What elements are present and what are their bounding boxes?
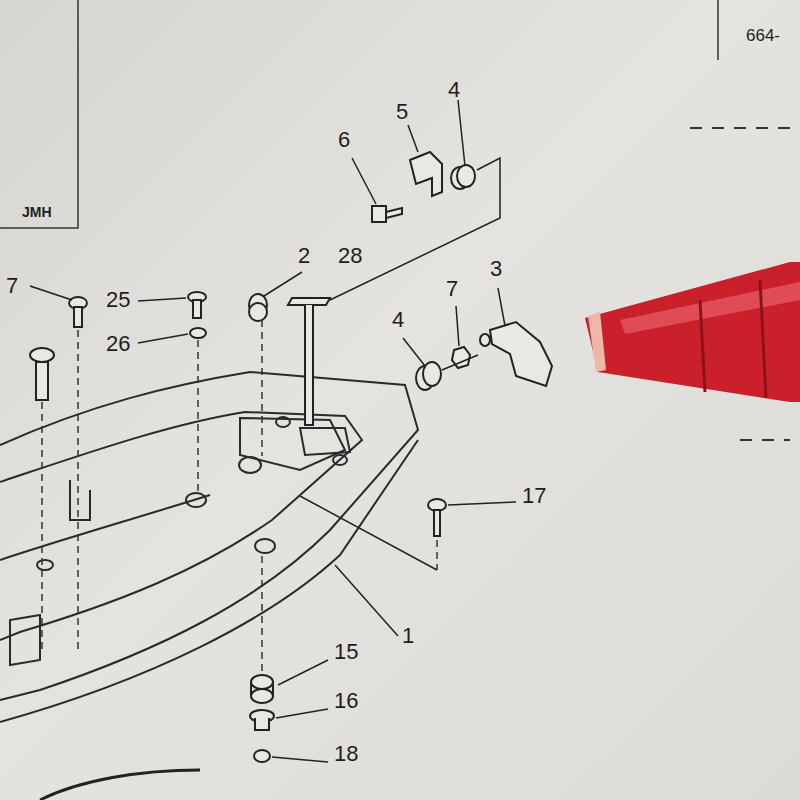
leader-line bbox=[352, 158, 376, 204]
callout-number: 7 bbox=[444, 277, 460, 301]
callout-number: 7 bbox=[4, 274, 20, 298]
red-pen bbox=[760, 280, 766, 398]
callout-number: 3 bbox=[488, 257, 504, 281]
part-drawings bbox=[74, 307, 82, 327]
callout-number: 6 bbox=[336, 128, 352, 152]
callout-number: 26 bbox=[104, 332, 132, 356]
leader-line bbox=[278, 660, 328, 685]
red-pen bbox=[700, 300, 705, 392]
callout-number: 18 bbox=[332, 742, 360, 766]
page-frame bbox=[0, 0, 78, 228]
bottom-cowling bbox=[0, 440, 418, 722]
leader-line bbox=[264, 272, 302, 296]
dashed-guide bbox=[261, 320, 263, 456]
callout-number: 15 bbox=[332, 640, 360, 664]
callout-number: 28 bbox=[336, 244, 364, 268]
leader-line bbox=[456, 306, 459, 346]
bottom-cowling bbox=[255, 539, 275, 553]
part-drawings bbox=[372, 206, 386, 222]
leader-line bbox=[138, 298, 186, 301]
leader-line bbox=[442, 355, 478, 370]
callout-number: 16 bbox=[332, 689, 360, 713]
callout-number: 5 bbox=[394, 100, 410, 124]
red-pen bbox=[620, 282, 800, 334]
bottom-cowling bbox=[37, 560, 53, 570]
leader-line bbox=[276, 709, 328, 718]
part-drawings bbox=[36, 362, 48, 400]
bottom-cowling bbox=[10, 615, 40, 665]
bottom-cowling bbox=[240, 418, 345, 470]
callout-number: 4 bbox=[390, 308, 406, 332]
dashed-guide bbox=[436, 540, 438, 570]
part-drawings bbox=[30, 152, 552, 762]
part-drawings bbox=[30, 348, 54, 362]
page-frame bbox=[0, 0, 718, 228]
part-drawings bbox=[251, 689, 273, 703]
cable bbox=[40, 770, 200, 800]
part-drawings bbox=[434, 510, 440, 536]
bottom-cowling bbox=[300, 428, 350, 455]
bottom-cowling bbox=[333, 455, 347, 465]
part-drawings bbox=[480, 334, 490, 346]
page-number: 664- bbox=[744, 26, 782, 45]
cable bbox=[40, 770, 200, 800]
part-drawings bbox=[193, 300, 201, 318]
leader-line bbox=[335, 565, 398, 636]
leader-line bbox=[448, 502, 516, 505]
callout-number: 17 bbox=[520, 484, 548, 508]
part-drawings bbox=[254, 750, 270, 762]
callout-number: 25 bbox=[104, 288, 132, 312]
part-drawings bbox=[251, 675, 273, 689]
bottom-cowling bbox=[0, 412, 362, 640]
bottom-cowling bbox=[186, 493, 206, 507]
leader-line bbox=[300, 496, 437, 570]
red-pen bbox=[585, 262, 800, 402]
bottom-cowling bbox=[70, 480, 90, 520]
leader-line bbox=[30, 286, 72, 300]
part-drawings bbox=[490, 322, 552, 386]
bottom-cowling bbox=[239, 457, 261, 473]
part-drawings bbox=[410, 152, 442, 196]
leader-line bbox=[30, 100, 516, 762]
part-drawings bbox=[255, 718, 269, 730]
dashed-guide bbox=[261, 556, 263, 672]
part-drawings bbox=[305, 305, 313, 425]
bottom-cowling bbox=[0, 495, 210, 560]
dashed-guide bbox=[740, 439, 790, 441]
callout-number: 2 bbox=[296, 244, 312, 268]
model-code: JMH bbox=[20, 204, 54, 220]
page-frame bbox=[717, 0, 719, 60]
bottom-cowling bbox=[0, 372, 418, 722]
dashed-guide bbox=[197, 340, 199, 492]
bottom-cowling bbox=[0, 372, 418, 700]
leader-line bbox=[458, 100, 465, 166]
bottom-cowling bbox=[276, 417, 290, 427]
leader-line bbox=[272, 757, 328, 762]
dashed-guide bbox=[42, 320, 437, 672]
leader-line bbox=[330, 158, 500, 300]
leader-line bbox=[138, 334, 188, 343]
part-drawings bbox=[190, 328, 206, 338]
part-drawings bbox=[386, 208, 402, 218]
callout-number: 1 bbox=[400, 624, 416, 648]
red-pen bbox=[585, 262, 800, 402]
dashed-guide bbox=[41, 402, 43, 650]
leader-line bbox=[403, 338, 425, 366]
leader-line bbox=[408, 125, 418, 152]
leader-line bbox=[498, 288, 505, 326]
callout-number: 4 bbox=[446, 78, 462, 102]
red-pen bbox=[588, 312, 606, 372]
dashed-guide bbox=[690, 127, 790, 129]
part-drawings bbox=[423, 362, 441, 386]
dashed-guide bbox=[77, 330, 79, 650]
part-drawings bbox=[457, 165, 475, 187]
part-drawings bbox=[288, 298, 330, 305]
part-drawings bbox=[249, 303, 267, 321]
